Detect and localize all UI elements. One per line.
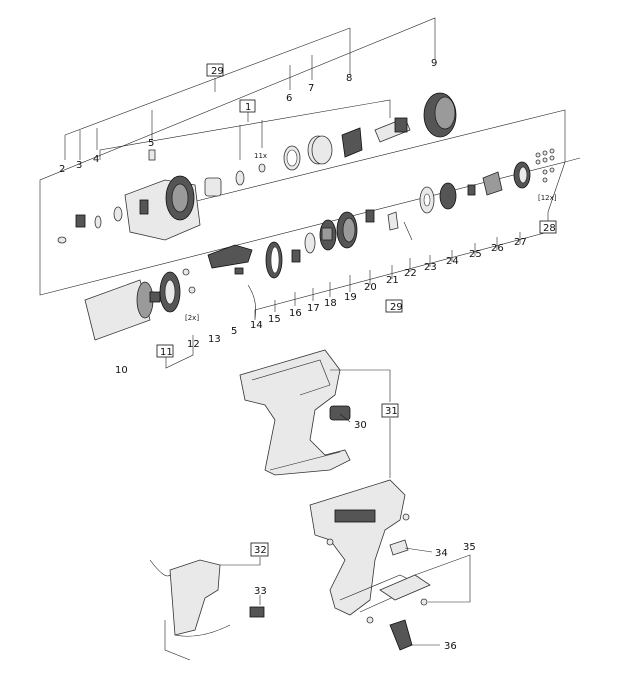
part-ring-6 xyxy=(283,145,301,171)
callout-30: 30 xyxy=(354,420,367,431)
callout-34: 34 xyxy=(435,548,448,559)
callout-29b: 29 xyxy=(390,302,403,313)
box-1 xyxy=(239,99,256,113)
callout-32: 32 xyxy=(254,545,267,556)
part-ring-5 xyxy=(113,206,123,222)
callout-15: 15 xyxy=(268,314,281,325)
part-gear-16 xyxy=(291,249,301,263)
part-pin-22 xyxy=(403,221,413,241)
part-brush-3 xyxy=(75,214,86,228)
callout-4: 4 xyxy=(93,154,99,165)
part-switch-assembly-32 xyxy=(149,559,231,661)
part-spring-11x xyxy=(258,163,266,173)
callout-21: 21 xyxy=(386,275,399,286)
part-trigger-36 xyxy=(389,619,413,651)
callout-1: 1 xyxy=(245,102,251,113)
part-washer-23 xyxy=(419,186,435,214)
callout-35: 35 xyxy=(463,542,476,553)
part-gear-20 xyxy=(365,209,375,223)
box-29a xyxy=(206,63,224,77)
part-spindle xyxy=(374,117,411,143)
part-ring-24 xyxy=(439,182,457,210)
switch-leader-lines xyxy=(220,557,261,605)
callout-20: 20 xyxy=(364,282,377,293)
qty-2x: [2x] xyxy=(185,314,199,322)
part-screw-12 xyxy=(182,268,196,294)
bracket-lines-top xyxy=(39,17,581,369)
part-switch-30 xyxy=(329,405,351,421)
part-clutch-8 xyxy=(341,127,363,158)
part-screws-31 xyxy=(326,513,428,624)
part-balls-28 xyxy=(535,148,555,183)
box-32 xyxy=(250,542,269,557)
part-cover-13 xyxy=(207,244,253,269)
part-cover-35 xyxy=(379,574,431,601)
part-bushing-2 xyxy=(57,236,67,244)
part-spring-7 xyxy=(307,135,333,165)
part-washer-17 xyxy=(304,232,316,254)
callout-5a: 5 xyxy=(148,138,154,149)
part-ring-15 xyxy=(265,241,283,279)
part-plug-33 xyxy=(249,606,265,618)
part-carrier-21 xyxy=(387,211,399,231)
callout-26: 26 xyxy=(491,243,504,254)
part-ringgear-19 xyxy=(336,211,358,249)
part-housing-shell xyxy=(239,349,351,476)
callout-3: 3 xyxy=(76,160,82,171)
part-ring-27 xyxy=(513,161,531,189)
box-31 xyxy=(381,403,399,418)
callout-28: 28 xyxy=(543,223,556,234)
callout-10: 10 xyxy=(115,365,128,376)
box-28 xyxy=(539,220,557,234)
callout-18: 18 xyxy=(324,298,337,309)
callout-29a: 29 xyxy=(211,66,224,77)
part-sleeve xyxy=(204,177,222,197)
part-gear-25 xyxy=(467,184,476,196)
part-motor-10 xyxy=(84,279,161,341)
callout-22: 22 xyxy=(404,268,417,279)
part-plate-11 xyxy=(159,271,181,313)
callout-labels: 29 1 2 3 4 5 6 7 8 9 11x 10 11 12 [2x] 1… xyxy=(59,58,557,652)
callout-8: 8 xyxy=(346,73,352,84)
part-pin-5b xyxy=(234,267,244,275)
callout-16: 16 xyxy=(289,308,302,319)
callout-19: 19 xyxy=(344,292,357,303)
callout-13: 13 xyxy=(208,334,221,345)
housing-leader-lines xyxy=(330,369,471,646)
callout-24: 24 xyxy=(446,256,459,267)
callout-33: 33 xyxy=(254,586,267,597)
callout-9: 9 xyxy=(431,58,437,69)
callout-6: 6 xyxy=(286,93,292,104)
box-11 xyxy=(156,344,174,358)
callout-11: 11 xyxy=(160,347,173,358)
part-ring-small xyxy=(235,170,245,186)
callout-31: 31 xyxy=(385,406,398,417)
part-washer-4 xyxy=(94,215,102,229)
box-29b xyxy=(385,299,403,313)
callout-25: 25 xyxy=(469,249,482,260)
qty-11x: 11x xyxy=(254,152,267,160)
part-carrier-18 xyxy=(319,219,337,251)
part-label-34 xyxy=(389,539,409,556)
part-pin-5top xyxy=(148,149,156,161)
callout-27: 27 xyxy=(514,237,527,248)
callout-2: 2 xyxy=(59,164,65,175)
callout-5b: 5 xyxy=(231,326,237,337)
callout-36: 36 xyxy=(444,641,457,652)
part-gearbox-housing xyxy=(124,175,201,241)
part-carrier-26 xyxy=(482,171,503,196)
callout-7: 7 xyxy=(308,83,314,94)
part-spring-14 xyxy=(247,284,256,319)
callout-14: 14 xyxy=(250,320,263,331)
part-chuck-9 xyxy=(423,92,457,138)
qty-12x: [12x] xyxy=(538,194,557,202)
callout-12: 12 xyxy=(187,339,200,350)
callout-23: 23 xyxy=(424,262,437,273)
callout-17: 17 xyxy=(307,303,320,314)
